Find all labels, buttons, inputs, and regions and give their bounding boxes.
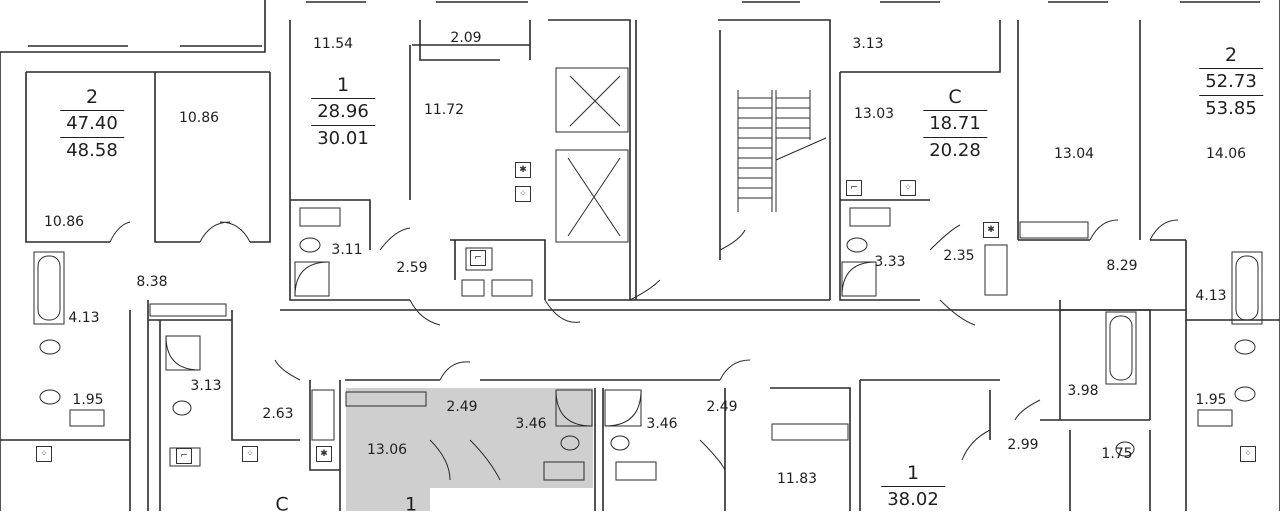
apartment-living-area: 38.02 [881,485,945,513]
apartment-rooms: С [948,86,962,108]
room-area: 8.38 [136,274,168,290]
ventilation-asterisk-icon: ✱ [515,162,531,178]
highlighted-apartment [346,388,430,511]
bathroom-fixtures [33,207,1263,481]
room-area: 2.49 [446,399,478,415]
apartment-rooms: 1 [906,462,920,484]
cooktop-icon: ⁘ [36,446,52,462]
room-area: 13.03 [853,106,895,122]
door-swings [109,219,1179,481]
elevator-cross-2 [567,157,621,237]
sink-icon: ⌐ [176,448,192,464]
apartment-label: 2 52.73 53.85 [1199,44,1263,119]
top-row-walls [25,19,1280,321]
room-area: 2.49 [706,399,738,415]
room-area: 1.95 [1195,392,1227,408]
sink-icon: ⌐ [470,250,486,266]
room-area: 11.83 [776,471,818,487]
apartment-label: 2 47.40 48.58 [60,86,124,161]
apartment-label: 1 38.02 [881,462,945,513]
room-area: 13.04 [1053,146,1095,162]
apartment-total-area: 30.01 [311,124,375,149]
elevator-shaft-2 [555,149,629,243]
cooktop-icon: ⁘ [242,446,258,462]
window-strips [28,1,1260,47]
room-area: 2.99 [1007,437,1039,453]
apartment-total-area: 48.58 [60,136,124,161]
ventilation-asterisk-icon: ✱ [316,446,332,462]
room-area: 3.98 [1067,383,1099,399]
room-area: 2.09 [450,30,482,46]
apartment-rooms: 2 [85,86,99,108]
apartment-label: 1 28.96 30.01 [311,74,375,149]
room-area: 10.86 [43,214,85,230]
staircase [737,90,827,212]
room-area: 3.33 [874,254,906,270]
room-area: 13.06 [366,442,408,458]
elevator-shaft-1 [555,67,629,133]
room-area: 3.13 [852,36,884,52]
apartment-rooms: 1 [336,74,350,96]
room-area: 10.86 [178,110,220,126]
room-area: 2.35 [943,248,975,264]
elevator-cross-1 [569,75,621,127]
room-area: 4.13 [68,310,100,326]
room-area: 14.06 [1205,146,1247,162]
apartment-rooms: С [275,493,289,516]
radiators [149,221,1089,441]
apartment-living-area: 47.40 [60,109,124,137]
highlighted-apartment-wet [430,388,593,488]
apartment-total-area: 20.28 [923,136,987,161]
room-area: 3.46 [646,416,678,432]
apartment-living-area: 18.71 [923,109,987,137]
room-area: 11.72 [423,102,465,118]
sink-icon: ⌐ [846,180,862,196]
room-area: 8.29 [1106,258,1138,274]
apartment-rooms: 1 [404,493,418,516]
room-area: 11.54 [312,36,354,52]
ventilation-asterisk-icon: ✱ [983,222,999,238]
apartment-rooms: 2 [1224,44,1238,66]
apartment-label: С 18.71 20.28 [923,86,987,161]
room-area: 3.46 [515,416,547,432]
cooktop-icon: ⁘ [900,180,916,196]
room-area: 4.13 [1195,288,1227,304]
room-area: 1.75 [1101,446,1133,462]
apartment-living-area: 52.73 [1199,67,1263,95]
room-area: 1.95 [72,392,104,408]
room-area: 3.13 [190,378,222,394]
room-area: 3.11 [331,242,363,258]
apartment-total-area: 53.85 [1199,94,1263,119]
cooktop-icon: ⁘ [515,186,531,202]
room-area: 2.59 [396,260,428,276]
cooktop-icon: ⁘ [1240,446,1256,462]
apartment-living-area: 28.96 [311,97,375,125]
room-area: 2.63 [262,406,294,422]
bottom-row-walls [0,300,1187,511]
